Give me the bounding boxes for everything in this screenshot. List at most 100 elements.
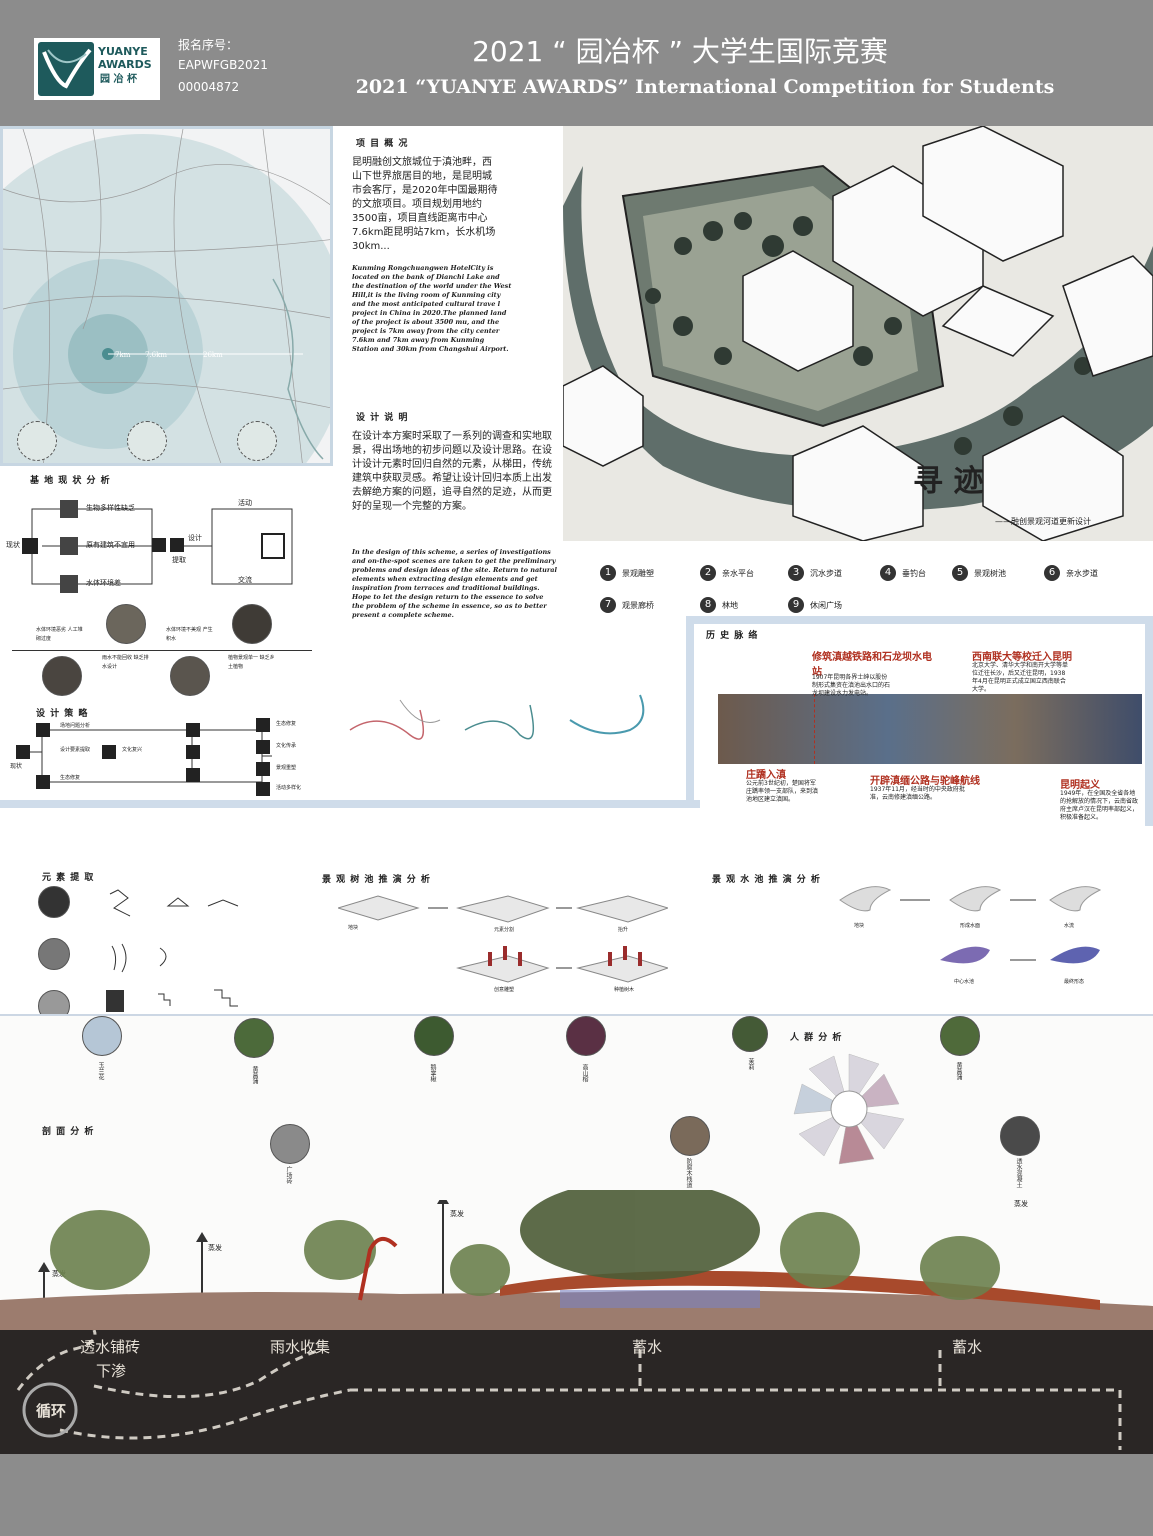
legend-item: 8 林地 (700, 597, 738, 613)
legend-label: 亲水平台 (722, 568, 754, 578)
logo-cn: 园 冶 杯 (100, 74, 137, 85)
history-text: 1907年昆明各界士绅以股份制形式集资在滇池出水口的石龙坝建设水力发电站。 (812, 674, 891, 697)
ideas-text-cn: 在设计本方案时采取了一系列的调查和实地取景，得出场地的初步问题以及设计思路。在设… (352, 431, 552, 512)
form-photo (38, 938, 70, 970)
site-mid-label: 提取 (172, 556, 186, 564)
legend-label: 景观树池 (974, 568, 1006, 578)
legend-num: 1 (600, 565, 616, 581)
location-map: 7km 7.6km 26km (0, 126, 333, 466)
ground-label: 下渗 (96, 1362, 127, 1380)
water-diagram: 地块 形成水面 水流 中心水池 最终形态 (830, 880, 1120, 1000)
site-analysis-title: 基 地 现 状 分 析 (30, 476, 111, 486)
strategy-result: 生态修复 (276, 721, 297, 727)
footer-bar (0, 1454, 1153, 1536)
site-item: 原有建筑不宜用 (86, 541, 135, 549)
site-item: 生物多样性缺乏 (86, 504, 135, 512)
evap-label: 蒸发 (52, 1270, 66, 1278)
site-end-top: 活动 (238, 499, 252, 507)
plant-photo (234, 1018, 274, 1058)
history-caption: 庄蹻入滇 (746, 770, 786, 781)
site-photo (42, 656, 82, 696)
history-caption: 修筑滇越铁路和石龙坝水电站 (812, 652, 932, 678)
water-step: 形成水面 (960, 923, 981, 929)
terrace-diagram: 地块 元素分割 抬升 创意雕塑 种植树木 (336, 886, 670, 1006)
section-title: 剖 面 分 析 (42, 1127, 95, 1137)
plant-label: 茉莉 (747, 1058, 754, 1070)
plant-label: 高山榕 (581, 1064, 588, 1082)
site-photo (106, 604, 146, 644)
legend-label: 亲水步道 (1066, 568, 1098, 578)
site-caption: 水体环境不美观 产生积水 (166, 627, 213, 642)
strategy-result: 文化传承 (276, 743, 297, 749)
ideas-text-en: In the design of this scheme, a series o… (352, 548, 557, 619)
history-panel: 历 史 脉 络 修筑滇越铁路和石龙坝水电站 1907年昆明各界士绅以股份制形式集… (704, 628, 1144, 821)
evap-label: 蒸发 (1014, 1200, 1028, 1208)
history-text: 公元前3世纪初，楚国将军庄蹻率领一支部队，来到滇池地区建立滇国。 (746, 780, 819, 803)
legend-num: 7 (600, 597, 616, 613)
site-photos: 水体环境恶劣 人工堆砌过度 雨水不能回收 缺乏排水设计 水体环境不美观 产生积水… (12, 604, 312, 704)
plant-label: 黄菖蒲 (251, 1066, 258, 1084)
locator-yunnan (17, 421, 57, 461)
terrace-step: 抬升 (618, 927, 629, 933)
form-sketches (106, 889, 239, 1012)
overview-text-en: Kunming Rongchuangwen HotelCity is locat… (352, 264, 512, 353)
reg-code-1: EAPWFGB2021 (178, 58, 268, 72)
frame-top (686, 616, 1153, 624)
form-photo (38, 886, 70, 918)
reg-code-2: 00004872 (178, 80, 240, 94)
locator-kunming (237, 421, 277, 461)
header-bar (0, 0, 1153, 126)
legend-num: 4 (880, 565, 896, 581)
legend-label: 沉水步道 (810, 568, 842, 578)
terrace-step: 创意雕塑 (494, 987, 515, 993)
site-caption: 雨水不能回收 缺乏排水设计 (102, 655, 149, 670)
timeline-marker (814, 694, 815, 764)
terrace-step: 元素分割 (494, 927, 515, 933)
history-caption: 开辟滇缅公路与驼峰航线 (870, 776, 980, 787)
plant-photo (940, 1016, 980, 1056)
legend-num: 6 (1044, 565, 1060, 581)
legend-num: 5 (952, 565, 968, 581)
ideas-title: 设 计 说 明 (356, 413, 409, 423)
strategy-title: 设 计 策 略 (36, 709, 89, 719)
frame-right (1145, 616, 1153, 826)
section-divider (0, 1014, 1153, 1016)
evap-label: 蒸发 (208, 1244, 222, 1252)
logo-en-2: AWARDS (98, 58, 152, 71)
material-photo (1000, 1116, 1040, 1156)
calligraphy-title: 寻 迹 (913, 464, 984, 499)
dist-2: 7.6km (145, 351, 168, 359)
ground-label: 透水铺砖 (80, 1338, 141, 1356)
plant-label: 鹅掌楸 (429, 1064, 436, 1082)
section-landscape (0, 1190, 1153, 1335)
site-end-bot: 交流 (238, 576, 252, 584)
legend-label: 林地 (722, 600, 738, 610)
strategy-flow: 现状 场地问题分析 设计要素提取 文化复兴 生态修复 生态修复 文化传承 景观重… (10, 712, 312, 796)
terrace-step: 种植树木 (614, 987, 635, 993)
crowd-title: 人 群 分 析 (790, 1033, 843, 1043)
legend-item: 6 亲水步道 (1044, 565, 1098, 581)
material-photo (670, 1116, 710, 1156)
title-cn: 2021 “ 园冶杯 ” 大学生国际竞赛 (472, 35, 888, 68)
strategy-result: 活动多样化 (276, 785, 302, 791)
water-step: 最终形态 (1064, 979, 1085, 985)
plant-photo (566, 1016, 606, 1056)
history-collage (718, 694, 1142, 764)
evap-label: 蒸发 (450, 1210, 464, 1218)
legend-num: 8 (700, 597, 716, 613)
logo-mark-icon (38, 42, 94, 96)
logo-en-1: YUANYE (98, 45, 148, 58)
water-title: 景 观 水 池 推 演 分 析 (712, 875, 821, 885)
site-photo (232, 604, 272, 644)
site-caption: 植物景观单一 缺乏乡土植物 (228, 655, 275, 670)
overview-text-cn: 昆明融创文旅城位于滇池畔，西山下世界旅居目的地，是昆明城市会客厅，是2020年中… (352, 157, 498, 252)
strategy-start: 现状 (10, 763, 23, 770)
site-photo (170, 656, 210, 696)
history-caption: 昆明起义 (1060, 780, 1100, 791)
overview-title: 项 目 概 况 (356, 139, 409, 149)
material-label: 透水混凝土 (1015, 1158, 1022, 1188)
reg-label: 报名序号： (178, 38, 239, 52)
